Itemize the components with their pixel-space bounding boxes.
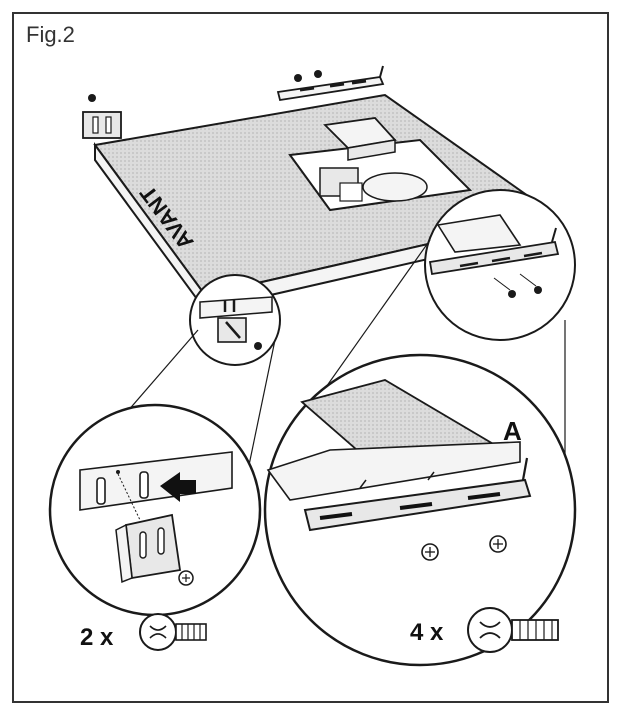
right-zoom-detail: [263, 353, 577, 667]
top-left-bracket: [82, 94, 122, 139]
left-screw-icon: [139, 613, 207, 651]
top-rail-bracket: [276, 65, 385, 102]
figure-frame: [12, 12, 609, 703]
small-magnifier-right: [424, 189, 576, 341]
figure-label: Fig.2: [26, 22, 75, 47]
right-screw-icon: [467, 607, 559, 653]
part-label: A: [503, 416, 522, 446]
right-screw-quantity: 4 x: [410, 619, 444, 646]
small-magnifier-left: [189, 274, 281, 366]
left-screw-quantity: 2 x: [80, 624, 114, 651]
left-zoom-detail: [48, 403, 262, 617]
